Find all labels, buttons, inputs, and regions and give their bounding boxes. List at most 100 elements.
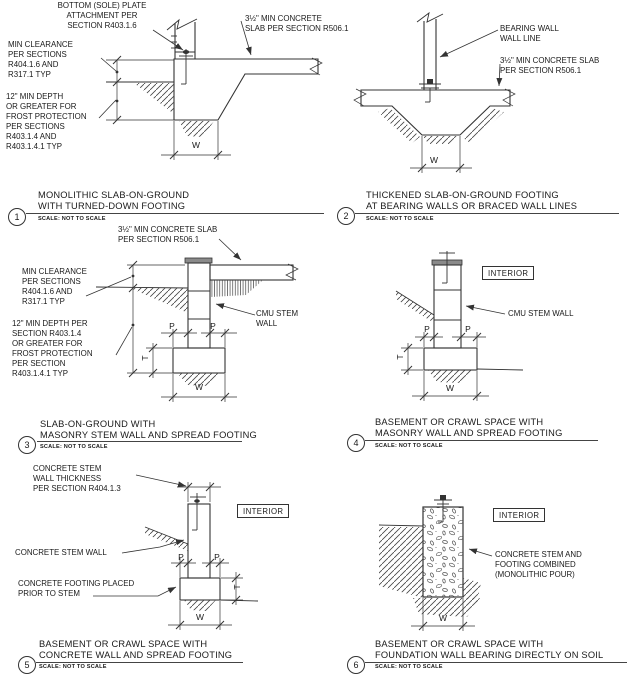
label-bearing-wall: BEARING WALL WALL LINE xyxy=(500,24,559,43)
detail-title: SLAB-ON-GROUND WITH MASONRY STEM WALL AN… xyxy=(40,419,257,440)
title-underline xyxy=(37,441,242,443)
anchor-bolt xyxy=(425,79,433,103)
anchor-bolt xyxy=(439,251,455,284)
dim-label-p-right: P xyxy=(465,324,471,334)
detail-number-circle: 4 xyxy=(347,434,365,452)
detail-drawing-monolithic-wall-on-soil xyxy=(378,495,493,631)
dim-label-w: W xyxy=(445,383,455,393)
detail-title: MONOLITHIC SLAB-ON-GROUND WITH TURNED-DO… xyxy=(38,190,190,211)
interior-badge: INTERIOR xyxy=(493,508,546,522)
scale-note: SCALE: NOT TO SCALE xyxy=(39,664,107,670)
interior-badge: INTERIOR xyxy=(237,504,290,518)
concrete-slab-shape xyxy=(209,263,299,297)
dim-label-p-right: P xyxy=(214,552,220,562)
title-underline xyxy=(355,213,619,215)
dim-label-t: T xyxy=(232,584,242,590)
dim-label-w: W xyxy=(438,613,448,623)
detail-number: 6 xyxy=(353,660,359,670)
leader-lines xyxy=(468,548,493,557)
detail-number: 5 xyxy=(24,660,30,670)
detail-title: BASEMENT OR CRAWL SPACE WITH FOUNDATION … xyxy=(375,639,604,660)
earth-hatch xyxy=(144,526,259,611)
detail-drawing-concrete-wall-basement xyxy=(93,474,259,630)
detail-drawing-masonry-stem-wall xyxy=(85,238,299,402)
leader-lines xyxy=(439,29,503,87)
dim-label-p-right: P xyxy=(210,321,216,331)
detail-panel-1: BOTTOM (SOLE) PLATE ATTACHMENT PER SECTI… xyxy=(0,0,349,226)
detail-panel-5: CONCRETE STEM WALL THICKNESS PER SECTION… xyxy=(0,450,316,680)
leader-lines xyxy=(93,474,187,597)
anchor-bolt xyxy=(179,49,193,85)
label-concrete-slab: 3½" MIN CONCRETE SLAB PER SECTION R506.1 xyxy=(118,225,218,244)
dimension-lines xyxy=(106,55,231,160)
detail-title: THICKENED SLAB-ON-GROUND FOOTING AT BEAR… xyxy=(366,190,578,211)
label-footing-note: CONCRETE FOOTING PLACED PRIOR TO STEM xyxy=(18,579,135,598)
leader-lines xyxy=(85,238,256,356)
label-concrete-stem-wall: CONCRETE STEM WALL xyxy=(15,548,107,557)
dim-label-w: W xyxy=(191,140,201,150)
detail-panel-6: INTERIOR CONCRETE STEM AND FOOTING COMBI… xyxy=(316,450,633,680)
scale-note: SCALE: NOT TO SCALE xyxy=(375,443,443,449)
detail-number: 4 xyxy=(353,438,359,448)
dimension-lines xyxy=(127,260,237,402)
scale-note: SCALE: NOT TO SCALE xyxy=(38,216,106,222)
dim-label-w: W xyxy=(194,382,204,392)
dimension-lines xyxy=(410,136,472,173)
detail-drawing-thickened-slab xyxy=(353,11,516,173)
dim-label-p-left: P xyxy=(424,324,430,334)
earth-hatch xyxy=(95,286,221,386)
anchor-bolt xyxy=(190,493,206,531)
dim-label-t: T xyxy=(395,354,405,360)
title-underline xyxy=(26,213,324,215)
scale-note: SCALE: NOT TO SCALE xyxy=(366,216,434,222)
label-concrete-slab: 3½" MIN CONCRETE SLAB PER SECTION R506.1 xyxy=(245,14,349,33)
detail-panel-3: 3½" MIN CONCRETE SLAB PER SECTION R506.1… xyxy=(0,225,316,454)
label-min-clearance: MIN CLEARANCE PER SECTIONS R404.1.6 AND … xyxy=(8,40,73,79)
stud-wall xyxy=(166,18,198,59)
spread-footing-shape xyxy=(172,347,226,374)
thickened-slab-shape xyxy=(353,88,516,136)
dim-label-w: W xyxy=(195,612,205,622)
label-combined-pour: CONCRETE STEM AND FOOTING COMBINED (MONO… xyxy=(495,550,582,579)
dim-label-p-left: P xyxy=(178,552,184,562)
label-min-clearance: MIN CLEARANCE PER SECTIONS R404.1.6 AND … xyxy=(22,267,87,306)
detail-panel-4: INTERIOR CMU STEM WALL P P T W 4 BASEMEN… xyxy=(316,225,633,452)
spread-footing-shape xyxy=(423,347,478,371)
detail-number-circle: 5 xyxy=(18,656,36,674)
bearing-wall xyxy=(416,11,444,90)
earth-hatch xyxy=(395,290,524,383)
detail-drawing-monolithic-slab xyxy=(98,18,323,160)
scale-note: SCALE: NOT TO SCALE xyxy=(40,444,108,450)
dim-label-t: T xyxy=(140,355,150,361)
label-cmu-stem-wall: CMU STEM WALL xyxy=(256,309,299,328)
label-cmu-stem-wall: CMU STEM WALL xyxy=(508,309,574,318)
label-stem-thickness: CONCRETE STEM WALL THICKNESS PER SECTION… xyxy=(33,464,121,493)
detail-number: 2 xyxy=(343,211,349,221)
detail-title: BASEMENT OR CRAWL SPACE WITH CONCRETE WA… xyxy=(39,639,233,660)
detail-number-circle: 6 xyxy=(347,656,365,674)
label-frost-depth: 12" MIN DEPTH OR GREATER FOR FROST PROTE… xyxy=(6,92,87,151)
label-concrete-slab: 3½" MIN CONCRETE SLAB PER SECTION R506.1 xyxy=(500,56,600,75)
scale-note: SCALE: NOT TO SCALE xyxy=(375,664,443,670)
detail-panel-2: BEARING WALL WALL LINE 3½" MIN CONCRETE … xyxy=(316,0,633,225)
turned-down-footing-shape xyxy=(173,57,323,121)
detail-drawing-masonry-wall-basement xyxy=(395,251,524,401)
detail-number: 3 xyxy=(24,440,30,450)
earth-hatch xyxy=(378,108,504,144)
label-bottom-plate: BOTTOM (SOLE) PLATE ATTACHMENT PER SECTI… xyxy=(57,1,147,30)
label-frost-depth: 12" MIN DEPTH PER SECTION R403.1.4 OR GR… xyxy=(12,319,93,378)
interior-badge: INTERIOR xyxy=(482,266,535,280)
detail-number-circle: 1 xyxy=(8,208,26,226)
title-underline xyxy=(365,440,598,442)
title-underline xyxy=(365,662,627,664)
dimension-lines xyxy=(401,332,489,401)
spread-footing-shape xyxy=(179,577,221,601)
detail-number-circle: 2 xyxy=(337,207,355,225)
dim-label-p-left: P xyxy=(169,321,175,331)
detail-number-circle: 3 xyxy=(18,436,36,454)
dim-label-w: W xyxy=(429,155,439,165)
detail-number: 1 xyxy=(14,212,20,222)
leader-lines xyxy=(465,304,506,315)
title-underline xyxy=(36,662,243,664)
